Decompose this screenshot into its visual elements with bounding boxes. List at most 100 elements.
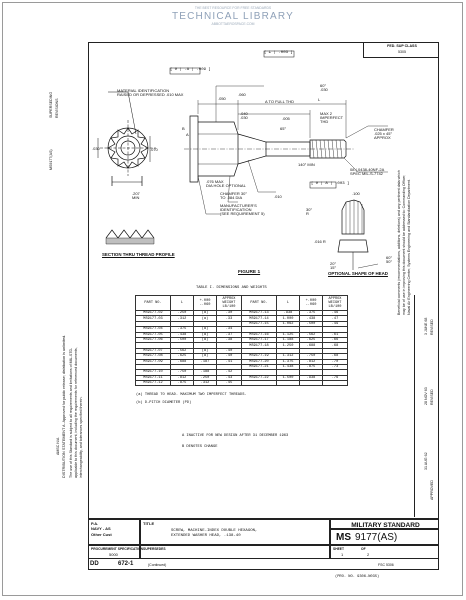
table-note-a: (a) THREAD TO HEAD. MAXIMUM TWO IMPERFEC… — [136, 393, 247, 397]
dim-l: L — [318, 97, 321, 102]
dim-030: .030 — [92, 146, 100, 151]
dd-form-note: (Continued) — [148, 563, 167, 567]
footnote-a: A INACTIVE FOR NEW DESIGN AFTER 31 DECEM… — [182, 434, 289, 438]
dim-207: .207 — [132, 191, 140, 196]
dd-form-number: 672-1 — [118, 561, 134, 567]
drill-note: .076 MAX — [206, 179, 224, 184]
header-part-no-2: PART NO. — [241, 295, 277, 311]
spec-note-2: MS9177(AS) — [49, 149, 53, 170]
proc-spec-cell: PROCUREMENT SPECIFICATION 5000 — [88, 545, 143, 559]
page-border — [2, 2, 463, 596]
revision-1: 3 JUNE 68 — [424, 317, 428, 335]
material-note: MATERIAL IDENTIFICATION — [117, 88, 170, 93]
dim-hex: .070 — [150, 147, 158, 152]
pa-label: P.A. — [91, 521, 99, 526]
ms-number-cell: MS 9177(AS) — [330, 529, 439, 545]
ms-number: 9177(AS) — [355, 532, 398, 543]
header-weight: APPROX WEIGHT LB/100 — [216, 295, 242, 311]
distribution-statement: DISTRIBUTION STATEMENT A. Approved for p… — [62, 334, 66, 478]
mfr-note: MANUFACTURER'S — [220, 203, 257, 208]
table-cell — [299, 380, 323, 387]
revision-2: 28 NOV 63 — [424, 387, 428, 405]
dim-a-to-full-thd: A TO FULL THD — [265, 99, 294, 104]
angle-65: 65° — [280, 126, 287, 131]
fsc-label: FED. SUP CLASS — [387, 44, 417, 48]
optional-head-label: OPTIONAL SHAPE OF HEAD — [328, 271, 388, 276]
material-note-2: RAISED OR DEPRESSED .010 MAX — [117, 92, 184, 97]
dimensions-table-wrap: PART NO. L +.000 -.060 APPROX WEIGHT LB/… — [135, 295, 348, 387]
header-tol: +.000 -.060 — [193, 295, 217, 311]
header-weight-2: APPROX WEIGHT LB/100 — [322, 295, 348, 311]
fsc-note: FSC 5306 — [378, 563, 394, 567]
title-label: TITLE — [143, 521, 155, 526]
revision-3-label: APPROVED — [430, 480, 434, 500]
other-cust-label: Other Cust — [91, 532, 112, 537]
title-line-1: SCREW, MACHINE-INDEX DOUBLE HEXAGON, — [171, 529, 258, 533]
title-cell: TITLE SCREW, MACHINE-INDEX DOUBLE HEXAGO… — [140, 519, 330, 545]
dim-010: .010 — [274, 194, 282, 199]
angle-30: 30° — [306, 207, 313, 212]
ms-prefix: MS — [336, 532, 351, 543]
angle-top-val: .030 — [320, 87, 328, 92]
pa-cell: P.A. NAVY - AS Other Cust — [88, 519, 140, 545]
angle-r: R — [306, 211, 309, 216]
dim-140: 140° MIN — [298, 162, 315, 167]
header-url: ABBOTTAEROSPACE.COM — [211, 22, 255, 26]
revision-1-label: REVISED — [430, 319, 434, 335]
of-label: OF — [361, 547, 366, 551]
dimensions-table: PART NO. L +.000 -.060 APPROX WEIGHT LB/… — [135, 295, 348, 387]
pa-value: NAVY - AS — [91, 526, 111, 531]
fsc-box: FED. SUP CLASS 5305 — [363, 42, 439, 58]
table-cell: MS9177-12 — [135, 380, 171, 387]
side-view — [169, 50, 388, 215]
table-cell — [241, 380, 277, 387]
header-tol-2: +.000 -.060 — [299, 295, 323, 311]
chamfer-value: .025 x 45° — [374, 131, 393, 136]
table-cell: .875 — [170, 380, 194, 387]
proc-spec-label: PROCUREMENT SPECIFICATION — [91, 547, 143, 551]
table-cell: .45 — [216, 380, 242, 387]
revision-3: 31 AUG 62 — [424, 452, 428, 470]
chamfer-approx: APPROX — [374, 135, 391, 140]
table-row: MS9177-12.875.312.45 — [135, 380, 348, 387]
liability-note-3: interchangeability, and tolerances speci… — [79, 396, 83, 478]
table-cell: .312 — [193, 380, 217, 387]
dim-max2: MAX 2 — [320, 111, 333, 116]
chamfer-note: CHAMFER 30° — [220, 191, 247, 196]
head-dim-1: .100 — [352, 191, 360, 196]
figure-label: FIGURE 1 — [238, 270, 261, 275]
dim-a: A — [186, 132, 189, 137]
tol-frame-right: [ ⊘ | A | .003 ] — [311, 182, 350, 186]
dim-imperfect: IMPERFECT — [320, 115, 344, 120]
dim-050: .050 — [218, 96, 226, 101]
fsc-value: 5305 — [398, 50, 406, 54]
table-header-row: PART NO. L +.000 -.060 APPROX WEIGHT LB/… — [135, 295, 348, 311]
angle-top: 60° — [320, 83, 327, 88]
head-dim-5: 20° — [330, 261, 337, 266]
dim-040: .040 — [240, 111, 248, 116]
dd-form-label: DD — [90, 561, 99, 567]
header-l-2: L — [276, 295, 300, 311]
thread-profile — [105, 229, 155, 245]
table-cell — [322, 380, 348, 387]
table-caption: TABLE I. DIMENSIONS AND WEIGHTS — [196, 286, 267, 290]
head-dim-4: 50° — [386, 259, 393, 264]
supersedes-cell: SUPERSEDES — [140, 545, 330, 559]
proc-spec-value: 5000 — [109, 552, 118, 557]
header-l: L — [170, 295, 194, 311]
dim-b: B — [182, 126, 185, 131]
title-line-2: EXTENDED WASHER HEAD, .138-40 — [171, 534, 241, 538]
liability-note-2: applicable to this document, including t… — [74, 347, 78, 478]
of-value: 2 — [367, 552, 370, 557]
header-title: TECHNICAL LIBRARY — [171, 11, 295, 22]
header-logo: THE BEST RESOURCE FOR FREE STANDARDS TEC… — [0, 4, 466, 32]
liability-note-1: The use of this Standard is subject to a… — [69, 347, 73, 478]
thread-spec: 08 (.0438-40NF-2A — [350, 167, 385, 172]
thread-spec-2: SPEC MIL-S-7742 — [350, 171, 383, 176]
head-dim-6: 15° — [330, 265, 337, 270]
mil-std-cell: MILITARY STANDARD — [330, 519, 439, 529]
mfr-note-2: IDENTIFICATION — [220, 207, 252, 212]
